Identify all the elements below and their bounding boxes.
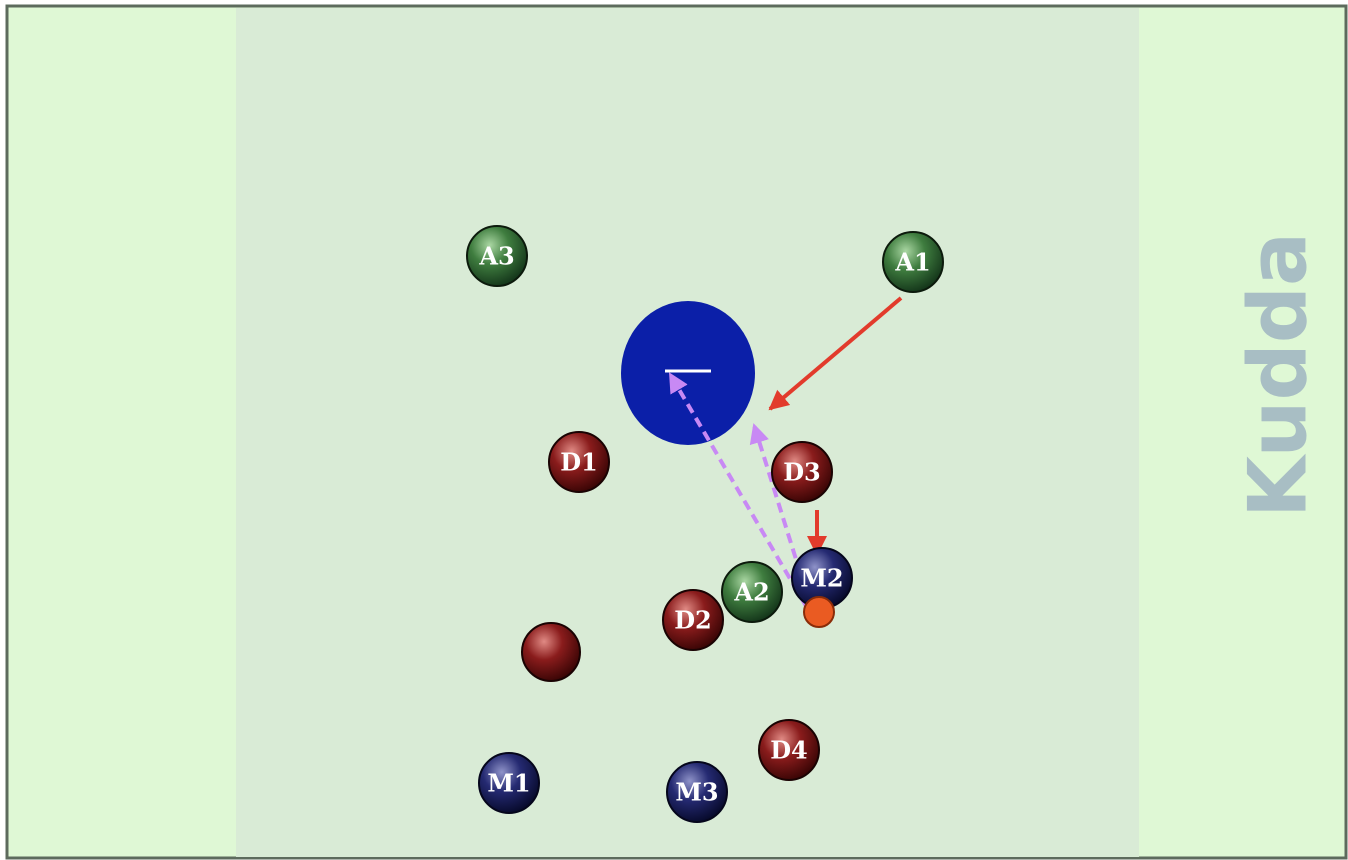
goal-zone [621, 301, 755, 445]
svg-text:A1: A1 [894, 248, 930, 277]
player-a2[interactable]: A2 [721, 561, 783, 623]
svg-text:M3: M3 [675, 778, 718, 807]
svg-text:D1: D1 [560, 448, 598, 477]
player-m1[interactable]: M1 [478, 752, 540, 814]
player-a1[interactable]: A1 [882, 231, 944, 293]
svg-text:D3: D3 [783, 458, 821, 487]
player-m2[interactable]: M2 [791, 547, 853, 609]
player-d3[interactable]: D3 [771, 441, 833, 503]
svg-text:A3: A3 [478, 242, 514, 271]
a1-run-arrow [768, 296, 903, 411]
svg-text:M1: M1 [487, 769, 530, 798]
svg-text:A2: A2 [733, 578, 769, 607]
player-d1[interactable]: D1 [548, 431, 610, 493]
player-defender-unlabeled[interactable] [521, 622, 581, 682]
svg-text:D2: D2 [674, 606, 712, 635]
player-a3[interactable]: A3 [466, 225, 528, 287]
svg-text:D4: D4 [770, 736, 808, 765]
player-d2[interactable]: D2 [662, 589, 724, 651]
svg-text:M2: M2 [800, 564, 843, 593]
player-m3[interactable]: M3 [666, 761, 728, 823]
ball[interactable] [803, 596, 835, 628]
player-d4[interactable]: D4 [758, 719, 820, 781]
pass-option-to-goal-arrow [668, 372, 808, 608]
kudda-watermark-logo: Kudda [1232, 232, 1325, 518]
